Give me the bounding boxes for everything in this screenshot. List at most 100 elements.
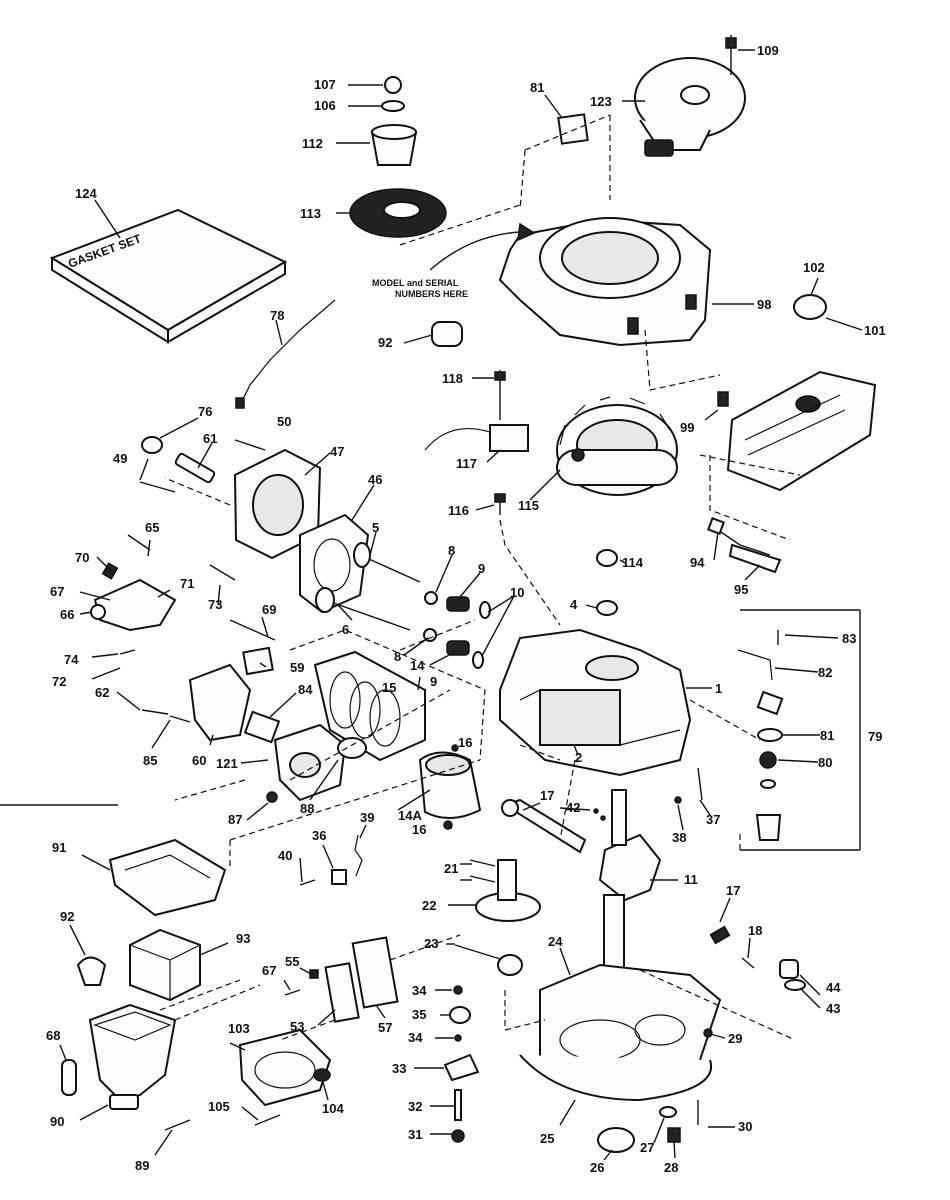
label-40: 40 — [278, 848, 292, 863]
label-121: 121 — [216, 756, 238, 771]
label-27: 27 — [640, 1140, 654, 1155]
label-72: 72 — [52, 674, 66, 689]
crankshaft-group — [454, 744, 755, 981]
label-50: 50 — [277, 414, 291, 429]
label-69: 69 — [262, 602, 276, 617]
label-91: 91 — [52, 840, 66, 855]
label-87: 87 — [228, 812, 242, 827]
washer-106 — [381, 100, 405, 112]
label-49: 49 — [113, 451, 127, 466]
label-16-lower: 16 — [412, 822, 426, 837]
spark-plug-61 — [174, 452, 216, 484]
nut-31 — [451, 1129, 465, 1143]
label-4: 4 — [570, 597, 578, 612]
label-113: 113 — [300, 206, 321, 221]
label-82: 82 — [818, 665, 832, 680]
governor-group — [443, 959, 806, 1143]
label-102: 102 — [803, 260, 825, 275]
label-78: 78 — [270, 308, 284, 323]
label-114: 114 — [622, 555, 644, 570]
bolt-109 — [725, 35, 737, 75]
rope-starter — [634, 57, 746, 157]
gasket-88 — [337, 737, 367, 759]
label-70: 70 — [75, 550, 89, 565]
filter-element-93 — [129, 928, 201, 1002]
label-61: 61 — [203, 431, 217, 446]
breather-cover-103 — [238, 1028, 332, 1107]
gear-35 — [449, 1006, 471, 1024]
label-79: 79 — [868, 729, 882, 744]
label-18: 18 — [748, 923, 762, 938]
breather-4 — [596, 600, 618, 616]
breather-53 — [324, 962, 360, 1023]
label-10: 10 — [510, 585, 524, 600]
retainer-34b — [454, 1034, 462, 1042]
label-103: 103 — [228, 1021, 250, 1036]
label-123: 123 — [590, 94, 612, 109]
carburetor-group — [90, 562, 367, 803]
label-8-lower: 8 — [394, 649, 401, 664]
carb-bracket-67 — [93, 578, 177, 632]
label-26: 26 — [590, 1160, 604, 1175]
label-115: 115 — [518, 498, 539, 513]
label-81-top: 81 — [530, 80, 544, 95]
label-124: 124 — [75, 186, 97, 201]
label-22: 22 — [422, 898, 436, 913]
air-cleaner-cover-91 — [108, 838, 227, 917]
label-47: 47 — [330, 444, 344, 459]
slinger-33 — [443, 1053, 480, 1082]
starter-cup-stack — [349, 76, 447, 238]
muffler-group — [699, 294, 877, 541]
label-74: 74 — [64, 652, 79, 667]
model-serial-note-line2: NUMBERS HERE — [395, 289, 468, 299]
label-99: 99 — [680, 420, 694, 435]
label-55: 55 — [285, 954, 299, 969]
seal-114 — [596, 549, 618, 567]
label-42: 42 — [566, 800, 580, 815]
label-34-lower: 34 — [408, 1030, 423, 1045]
label-29: 29 — [728, 1031, 742, 1046]
label-112: 112 — [302, 136, 323, 151]
crankshaft-11 — [598, 833, 662, 902]
label-38: 38 — [672, 830, 686, 845]
label-6: 6 — [342, 622, 349, 637]
blower-housing — [498, 217, 712, 347]
armature-117 — [489, 424, 529, 452]
head-gasket-46 — [299, 513, 370, 614]
label-68: 68 — [46, 1028, 60, 1043]
label-104: 104 — [322, 1101, 344, 1116]
label-65: 65 — [145, 520, 159, 535]
retainer-34a — [453, 985, 463, 995]
ignition-module-group — [424, 370, 529, 515]
fuel-group — [689, 517, 861, 851]
label-83: 83 — [842, 631, 856, 646]
label-17-upper: 17 — [540, 788, 554, 803]
link-39 — [354, 834, 363, 877]
air-cleaner-group — [61, 838, 261, 1131]
primer-bulb-92 — [76, 956, 107, 986]
label-92-top: 92 — [378, 335, 392, 350]
label-57: 57 — [378, 1020, 392, 1035]
label-9-upper: 9 — [478, 561, 485, 576]
label-73: 73 — [208, 597, 222, 612]
blower-housing-group: MODEL and SERIAL NUMBERS HERE — [372, 35, 746, 391]
bolt-29 — [703, 1028, 713, 1038]
plug-87 — [266, 791, 278, 803]
label-90: 90 — [50, 1114, 64, 1129]
muffler-101 — [726, 370, 877, 492]
shaft-32 — [454, 1089, 462, 1121]
label-11: 11 — [684, 872, 698, 887]
label-76: 76 — [198, 404, 212, 419]
label-17-lower: 17 — [726, 883, 740, 898]
label-106: 106 — [314, 98, 336, 113]
valve-6 — [324, 599, 411, 631]
model-serial-note-line1: MODEL and SERIAL — [372, 278, 459, 288]
misc-hardware — [0, 391, 729, 830]
label-60: 60 — [192, 753, 206, 768]
label-25: 25 — [540, 1131, 554, 1146]
spring-9b — [446, 640, 470, 656]
label-59: 59 — [290, 660, 304, 675]
label-117: 117 — [456, 456, 477, 471]
boot-76 — [141, 436, 163, 454]
sump-group — [504, 963, 796, 1153]
